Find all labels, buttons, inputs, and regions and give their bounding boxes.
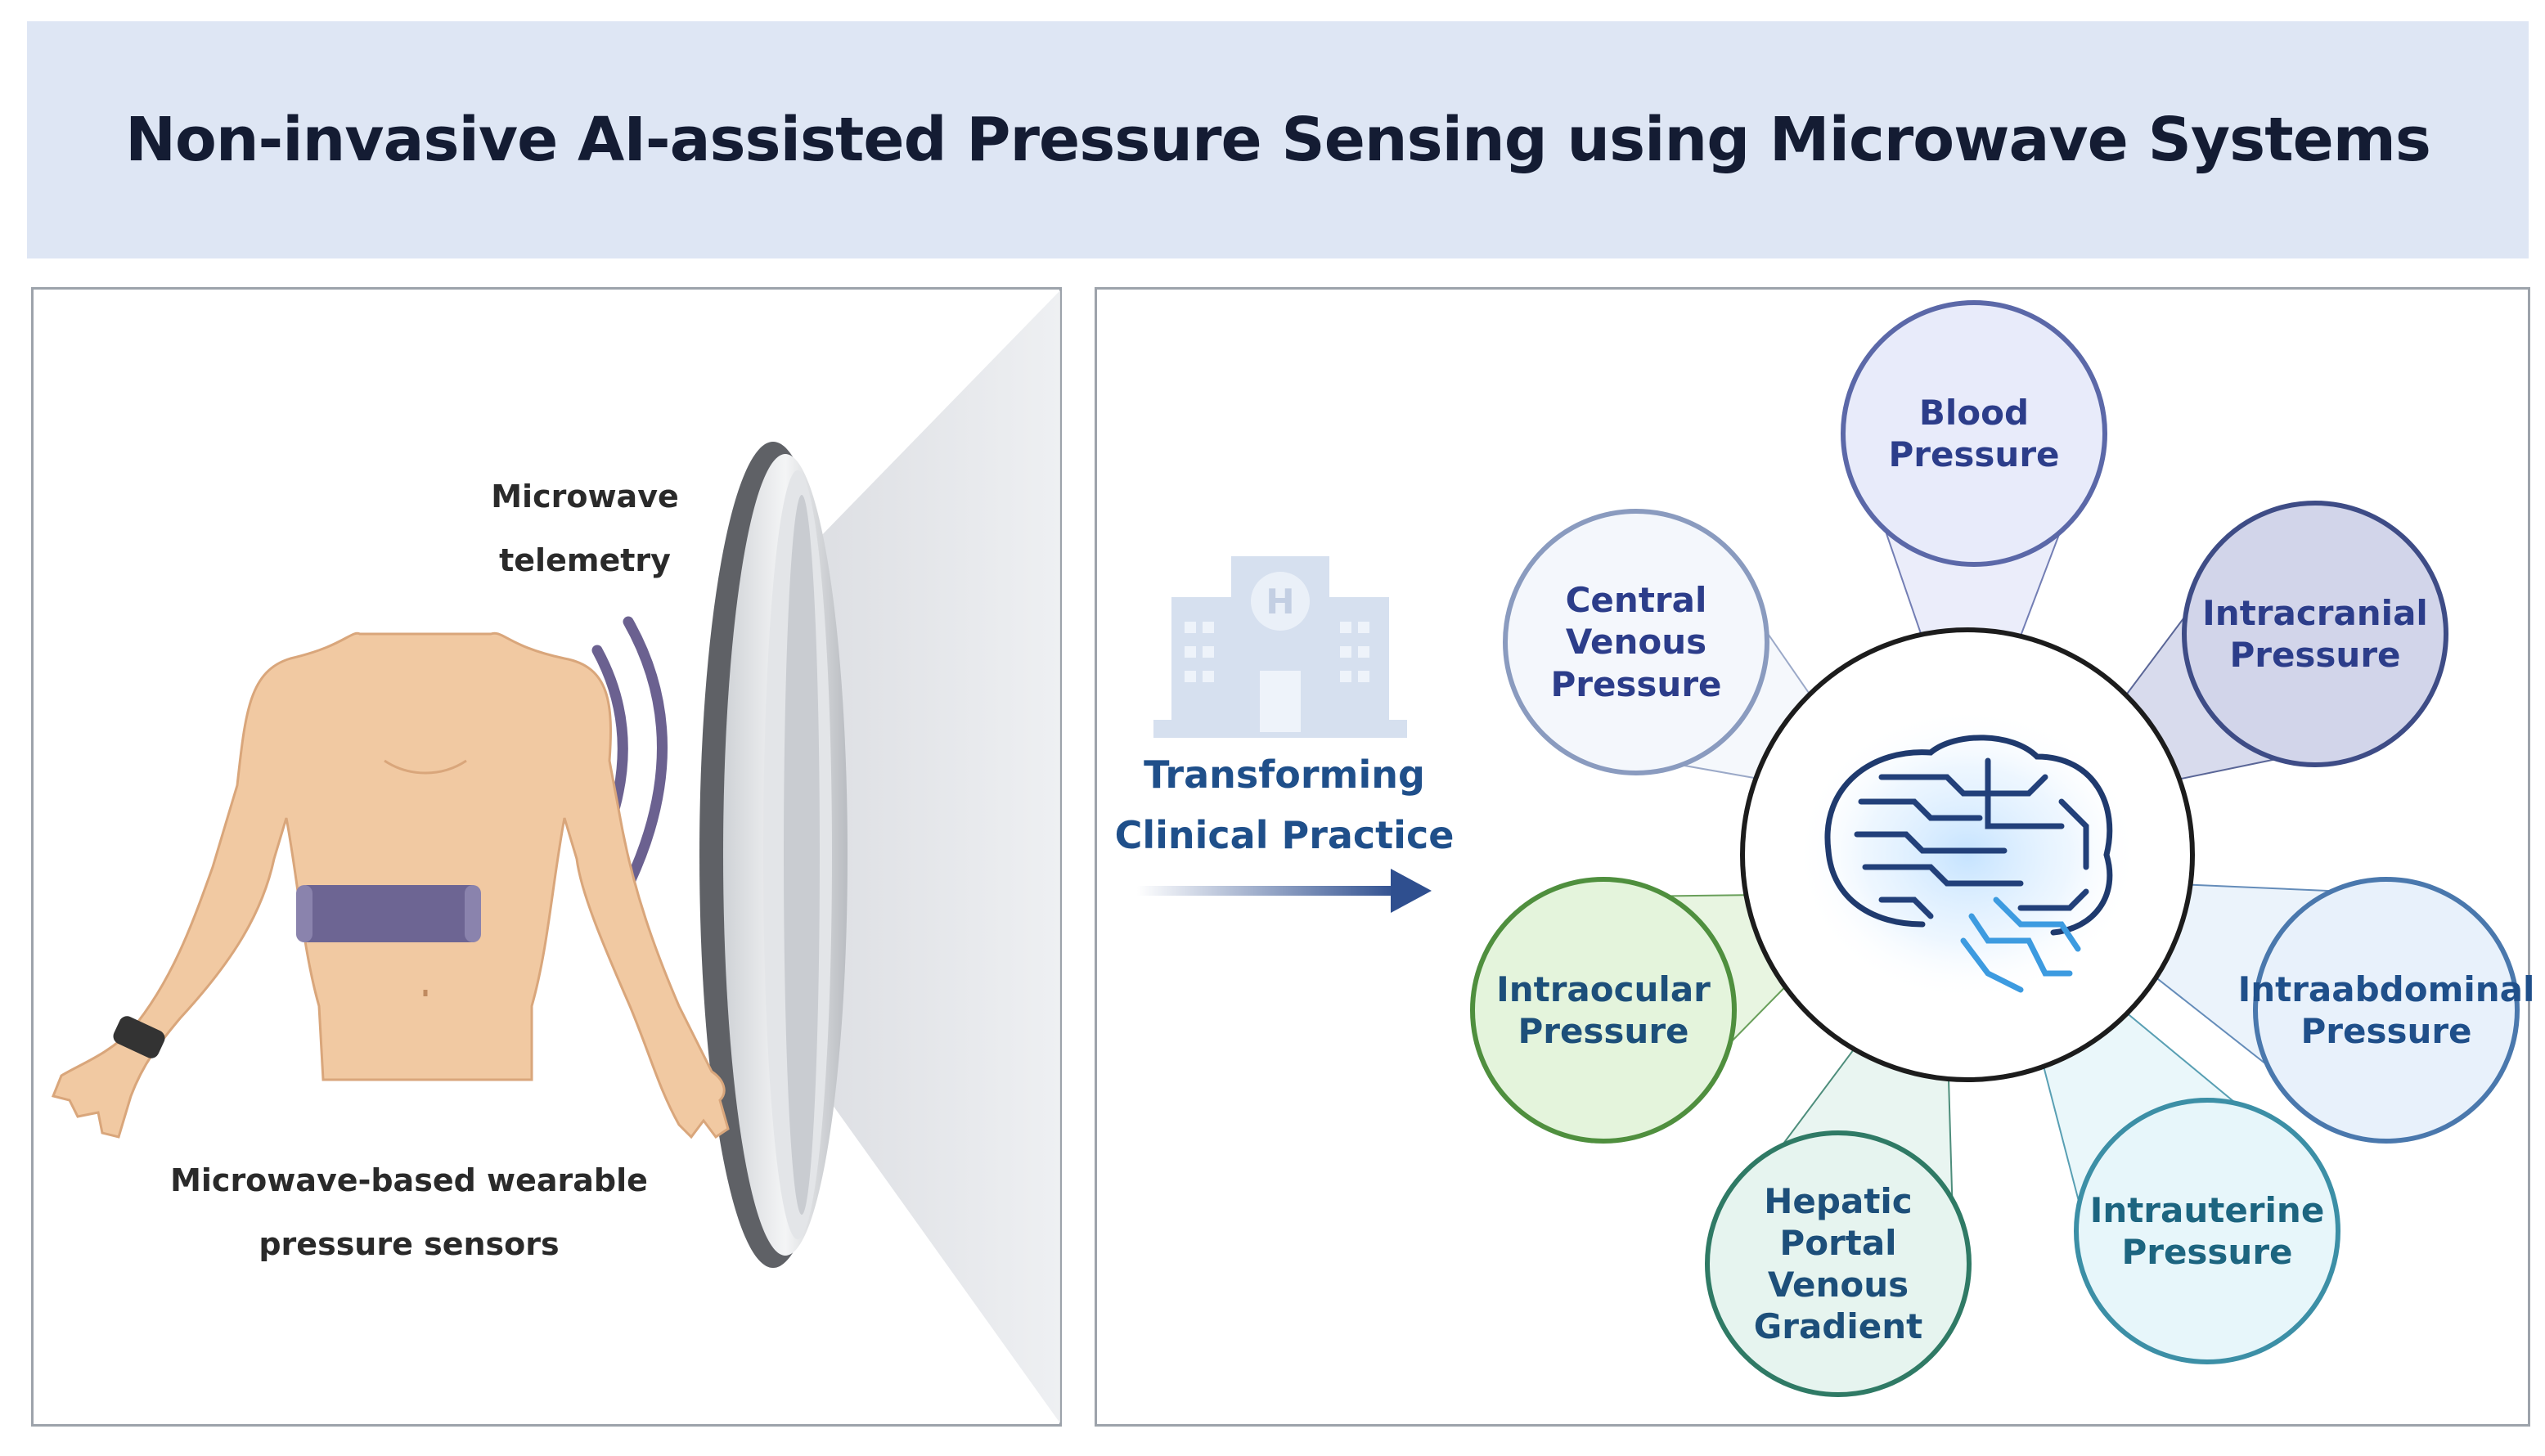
pressure-label: Hepatic Portal Venous Gradient [1753,1180,1923,1347]
pressure-bubble: Blood Pressure [1841,300,2107,567]
ai-brain-circuit-icon [1824,735,2113,993]
pressure-label: Intraabdominal Pressure [2237,968,2535,1051]
pressure-label: Central Venous Pressure [1550,580,1722,704]
pressure-bubble: Hepatic Portal Venous Gradient [1705,1130,1972,1397]
hospital-icon: H [1153,556,1407,738]
right-arrow-icon [1137,869,1432,913]
pressure-label: Blood Pressure [1888,392,2060,474]
pressure-bubble: Intracranial Pressure [2182,501,2448,767]
pressure-bubble: Intraabdominal Pressure [2238,877,2534,1144]
page-title: Non-invasive AI-assisted Pressure Sensin… [125,105,2431,175]
satellite-dish-icon [699,442,848,1268]
pressure-label: Intraocular Pressure [1496,968,1711,1051]
pressure-label: Intrauterine Pressure [2089,1189,2325,1272]
ai-brain-node [1740,627,2195,1082]
wrist-sensor [113,1016,165,1058]
microwave-telemetry-label: Microwave telemetry [491,479,679,578]
chest-belt-sensor [296,885,481,942]
pressure-bubble: Central Venous Pressure [1503,509,1769,775]
pressure-bubble: Intrauterine Pressure [2074,1098,2340,1364]
transforming-clinical-practice-label: Transforming Clinical Practice [1114,753,1455,857]
svg-text:H: H [1266,582,1294,622]
title-banner: Non-invasive AI-assisted Pressure Sensin… [27,21,2529,258]
pressure-bubble: Intraocular Pressure [1470,877,1737,1144]
pressure-label: Intracranial Pressure [2202,592,2428,675]
wearable-sensor-label: Microwave-based wearable pressure sensor… [170,1162,648,1262]
projection-beam [785,290,1060,1423]
